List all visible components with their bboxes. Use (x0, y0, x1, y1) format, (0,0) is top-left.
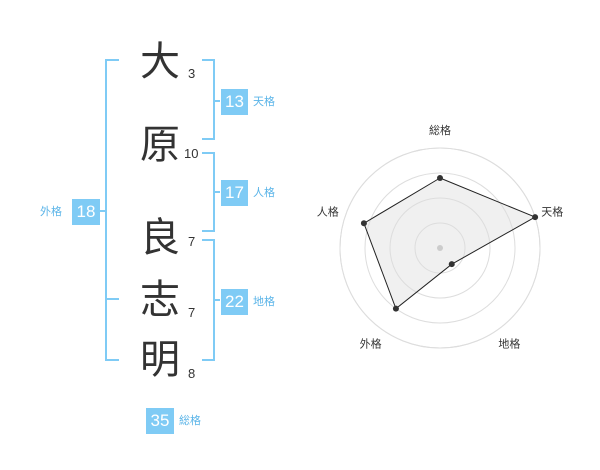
tenkaku-label: 天格 (253, 95, 275, 108)
soukaku-badge: 35 (146, 408, 174, 434)
gaikaku-label: 外格 (40, 205, 62, 218)
stroke-count-5: 8 (188, 366, 196, 381)
name-char-5: 明 (140, 337, 180, 383)
gaikaku-badge: 18 (72, 199, 100, 225)
name-char-2: 原 (140, 122, 180, 168)
chikaku-label: 地格 (253, 295, 275, 308)
stroke-count-1: 3 (188, 66, 196, 81)
stroke-count-3: 7 (188, 234, 196, 249)
name-char-1: 大 (140, 39, 180, 85)
radar-point-2 (532, 214, 539, 221)
radar-ring (339, 147, 541, 349)
chikaku-badge: 22 (221, 289, 248, 315)
radar-ring (389, 197, 491, 299)
radar-center-dot (437, 245, 443, 251)
gaikaku-bracket (100, 59, 119, 361)
tenkaku-bracket (202, 59, 220, 140)
name-char-3: 良 (140, 215, 180, 261)
stroke-count-4: 7 (188, 305, 196, 320)
radar-axis-label-2: 天格 (541, 205, 563, 219)
jinkaku-badge: 17 (221, 180, 248, 206)
jinkaku-bracket (202, 152, 220, 232)
radar-series-line (363, 177, 537, 310)
radar-axis-label-3: 地格 (498, 336, 520, 350)
radar-point-5 (360, 220, 367, 227)
soukaku-label: 総格 (179, 414, 201, 427)
radar-point-1 (437, 175, 443, 181)
radar-axis-label-4: 外格 (360, 336, 382, 350)
stroke-count-2: 10 (184, 146, 199, 161)
radar-ring (364, 172, 516, 324)
jinkaku-label: 人格 (253, 186, 275, 199)
tenkaku-badge: 13 (221, 89, 248, 115)
radar-point-3 (448, 261, 455, 268)
radar-axis-label-1: 総格 (429, 123, 451, 137)
radar-axis-label-5: 人格 (317, 205, 339, 219)
radar-point-4 (392, 305, 399, 312)
name-char-4: 志 (140, 277, 180, 323)
chikaku-bracket (202, 239, 220, 361)
